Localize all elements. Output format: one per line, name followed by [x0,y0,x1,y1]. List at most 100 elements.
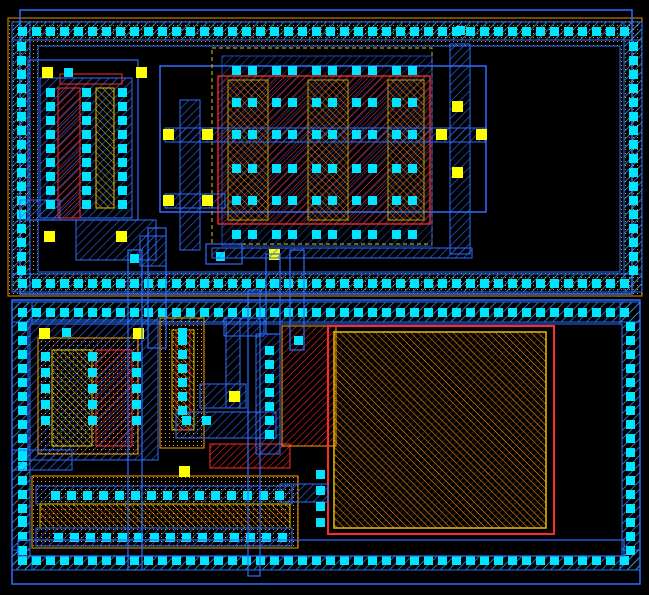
contact [102,27,111,36]
contact [46,186,55,195]
contact [494,279,503,288]
contact [18,434,27,443]
contact [352,230,361,239]
via [136,67,147,78]
contact [18,532,27,541]
contact [232,130,241,139]
contact [424,308,433,317]
contact [46,556,55,565]
contact [214,308,223,317]
contact [626,350,635,359]
via [44,231,55,242]
contact [522,279,531,288]
contact [102,279,111,288]
contact [51,491,60,500]
contact [326,27,335,36]
contact [626,434,635,443]
contact [198,533,207,542]
contact [46,116,55,125]
contact [522,27,531,36]
contact [270,27,279,36]
contact [408,130,417,139]
contact [354,279,363,288]
contact [284,279,293,288]
contact [396,556,405,565]
contact [340,308,349,317]
contact [130,254,139,263]
contact [211,491,220,500]
contact [392,196,401,205]
contact [82,116,91,125]
contact [232,66,241,75]
contact [118,116,127,125]
contact [158,308,167,317]
contact [312,230,321,239]
contact [328,98,337,107]
contact [88,352,97,361]
contact [118,200,127,209]
contact [316,518,325,527]
contact [17,182,26,191]
contact [82,200,91,209]
contact [408,230,417,239]
contact [494,27,503,36]
contact [629,84,638,93]
contact [214,27,223,36]
contact [536,556,545,565]
contact [18,308,27,317]
contact [46,88,55,97]
contact [186,556,195,565]
contact [408,164,417,173]
contact [195,491,204,500]
contact [626,532,635,541]
contact [626,546,635,555]
contact [232,98,241,107]
contact [466,279,475,288]
contact [82,144,91,153]
contact [99,491,108,500]
contact [82,88,91,97]
contact [288,196,297,205]
contact [60,279,69,288]
contact [392,230,401,239]
via [116,231,127,242]
contact [298,27,307,36]
contact [312,279,321,288]
contact [629,112,638,121]
contact [626,406,635,415]
contact [312,98,321,107]
contact [248,196,257,205]
contact [508,279,517,288]
contact [158,556,167,565]
contact [368,27,377,36]
contact [82,186,91,195]
contact [312,27,321,36]
contact [132,352,141,361]
via [452,167,463,178]
contact [629,70,638,79]
contact [368,308,377,317]
contact [242,308,251,317]
contact [88,308,97,317]
contact [32,27,41,36]
contact [272,196,281,205]
via [39,328,50,339]
contact [550,556,559,565]
contact [232,164,241,173]
contact [265,416,274,425]
contact [18,336,27,345]
contact [456,26,465,35]
contact [626,336,635,345]
contact [118,130,127,139]
contact [626,448,635,457]
contact [130,27,139,36]
contact [82,130,91,139]
contact [382,279,391,288]
contact [228,279,237,288]
contact [18,322,27,331]
contact [536,279,545,288]
contact [178,406,187,415]
contact [452,279,461,288]
contact [74,27,83,36]
contact [284,308,293,317]
